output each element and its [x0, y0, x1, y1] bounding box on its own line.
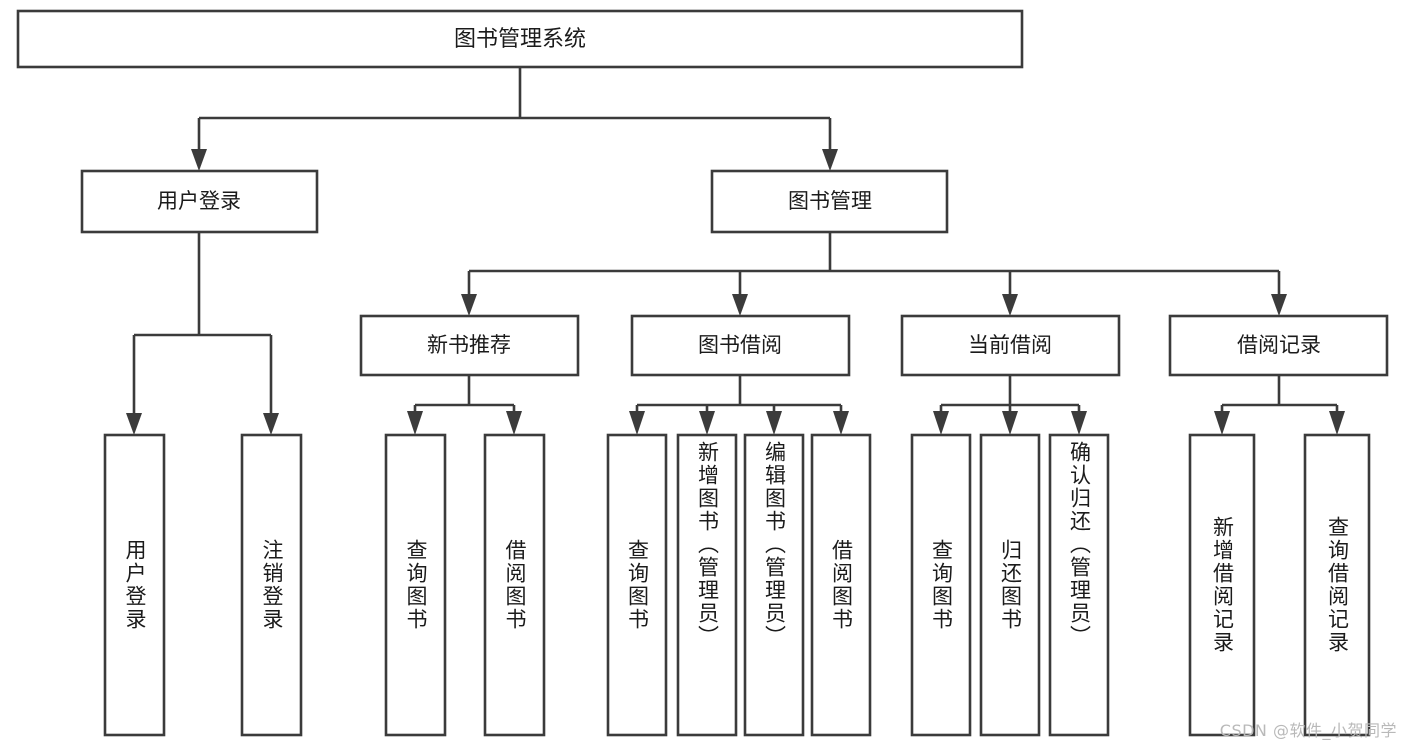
- node-book-management[interactable]: 图书管理: [710, 169, 949, 234]
- arrow-book-borrow-leaf-2: [699, 411, 715, 435]
- node-root-system-label: 图书管理系统: [454, 27, 586, 52]
- leaf-book-borrow-query-box[interactable]: [606, 433, 668, 737]
- leaf-book-borrow-edit-box[interactable]: [743, 433, 805, 737]
- node-borrow-records-label: 借阅记录: [1237, 333, 1321, 357]
- arrow-current-borrow-leaf-2: [1002, 411, 1018, 435]
- node-user-login-label: 用户登录: [157, 189, 241, 213]
- arrow-to-book-borrow: [732, 294, 748, 316]
- node-book-borrow[interactable]: 图书借阅: [630, 314, 851, 377]
- node-root-system[interactable]: 图书管理系统: [16, 9, 1024, 69]
- node-current-borrow-label: 当前借阅: [968, 333, 1052, 357]
- node-user-login[interactable]: 用户登录: [80, 169, 319, 234]
- arrow-borrow-records-leaf-2: [1329, 411, 1345, 435]
- node-user-login-box[interactable]: [80, 169, 319, 234]
- arrow-to-book-mgmt: [822, 149, 838, 171]
- node-book-management-label: 图书管理: [788, 189, 872, 213]
- connector-group-borrow-records-children: [1214, 375, 1345, 435]
- node-borrow-records[interactable]: 借阅记录: [1168, 314, 1389, 377]
- leaf-book-borrow-add-box[interactable]: [676, 433, 738, 737]
- leaf-new-books-query-box[interactable]: [384, 433, 447, 737]
- node-current-borrow-box[interactable]: [900, 314, 1121, 377]
- leaf-borrow-records-query-box[interactable]: [1303, 433, 1371, 737]
- node-borrow-records-box[interactable]: [1168, 314, 1389, 377]
- arrow-to-new-books: [461, 294, 477, 316]
- node-new-book-recommend-box[interactable]: [359, 314, 580, 377]
- leaf-current-borrow-return-box[interactable]: [979, 433, 1041, 737]
- arrow-to-current-borrow: [1002, 294, 1018, 316]
- node-book-borrow-label: 图书借阅: [698, 333, 782, 357]
- node-new-book-recommend[interactable]: 新书推荐: [359, 314, 580, 377]
- connector-group-book-mgmt-children: [461, 232, 1287, 316]
- connector-group-new-books-children: [407, 375, 522, 435]
- arrow-book-borrow-leaf-4: [833, 411, 849, 435]
- leaf-user-login-login-box[interactable]: [103, 433, 166, 737]
- connector-group-current-borrow-children: [933, 375, 1087, 435]
- arrow-user-login-leaf-1: [126, 413, 142, 435]
- leaf-new-books-borrow-box[interactable]: [483, 433, 546, 737]
- leaf-current-borrow-query-box[interactable]: [910, 433, 972, 737]
- arrow-to-user-login: [191, 149, 207, 171]
- arrow-user-login-leaf-2: [263, 413, 279, 435]
- arrow-new-books-leaf-1: [407, 411, 423, 435]
- connector-group-root-to-level2: [191, 67, 838, 171]
- node-book-borrow-box[interactable]: [630, 314, 851, 377]
- leaf-book-borrow-borrow-box[interactable]: [810, 433, 872, 737]
- csdn-watermark: CSDN @软件_小贺同学: [1219, 721, 1397, 740]
- leaf-current-borrow-confirm-box[interactable]: [1048, 433, 1110, 737]
- node-book-management-box[interactable]: [710, 169, 949, 234]
- node-new-book-recommend-label: 新书推荐: [427, 333, 511, 357]
- arrow-current-borrow-leaf-3: [1071, 411, 1087, 435]
- connector-group-book-borrow-children: [629, 375, 849, 435]
- arrow-borrow-records-leaf-1: [1214, 411, 1230, 435]
- node-current-borrow[interactable]: 当前借阅: [900, 314, 1121, 377]
- arrow-book-borrow-leaf-3: [766, 411, 782, 435]
- arrow-new-books-leaf-2: [506, 411, 522, 435]
- arrow-book-borrow-leaf-1: [629, 411, 645, 435]
- arrow-current-borrow-leaf-1: [933, 411, 949, 435]
- leaf-borrow-records-add-box[interactable]: [1188, 433, 1256, 737]
- connector-group-user-login-children: [126, 232, 279, 435]
- leaf-user-login-logout-box[interactable]: [240, 433, 303, 737]
- arrow-to-borrow-records: [1271, 294, 1287, 316]
- node-root-system-box[interactable]: [16, 9, 1024, 69]
